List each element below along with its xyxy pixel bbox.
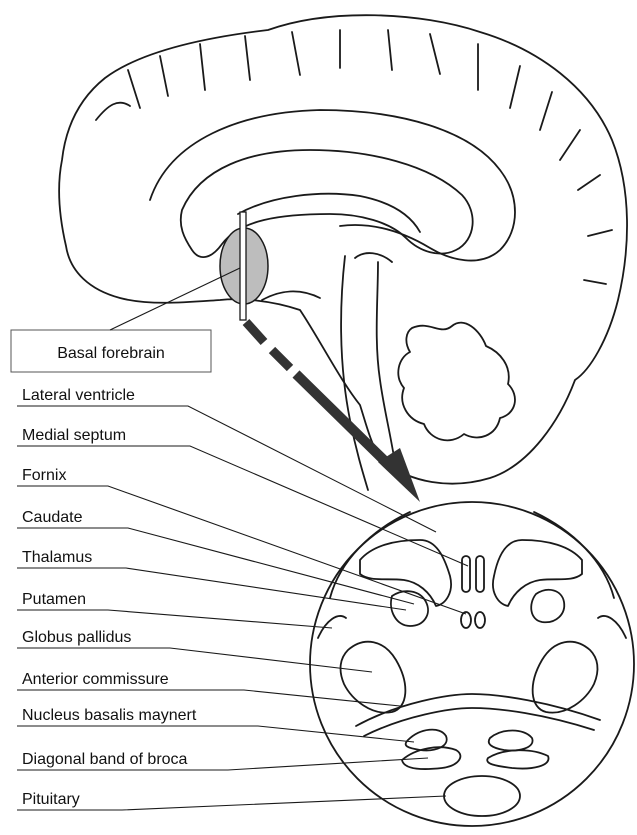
cingulate-gyrus — [150, 110, 515, 261]
putamen-leader-line — [17, 610, 332, 628]
lateral-ventricle-shape — [360, 540, 451, 606]
section-arrow — [246, 322, 420, 502]
lateral-ventricle-label: Lateral ventricle — [22, 387, 135, 404]
brainstem — [341, 256, 396, 490]
medial-septum-shape — [462, 556, 470, 592]
putamen-shape — [318, 616, 626, 638]
pituitary-label: Pituitary — [22, 791, 80, 808]
globus-pallidus-shape — [341, 642, 406, 713]
callout-leader — [110, 268, 240, 330]
globus-pallidus-label: Globus pallidus — [22, 629, 131, 646]
section-plane-marker — [240, 212, 246, 320]
pituitary-shape — [444, 776, 520, 816]
gyri-folds — [96, 30, 612, 284]
diagonal-band-of-broca-label: Diagonal band of broca — [22, 751, 188, 768]
nucleus-basalis-maynert-leader-line — [17, 726, 414, 742]
anterior-commissure-leader-line — [17, 690, 400, 706]
hypothalamus-outline — [262, 253, 392, 300]
corpus-callosum — [181, 150, 473, 257]
cerebellum — [398, 323, 515, 441]
thalamus-label: Thalamus — [22, 549, 92, 566]
coronal-section — [310, 502, 634, 826]
caudate-label: Caudate — [22, 509, 83, 526]
anterior-commissure-label: Anterior commissure — [22, 671, 169, 688]
anterior-commissure-shape — [356, 694, 600, 736]
fornix-arc — [238, 194, 420, 232]
globus-pallidus-leader-line — [17, 648, 372, 672]
putamen-label: Putamen — [22, 591, 86, 608]
basal-forebrain-label: Basal forebrain — [57, 345, 165, 362]
fornix-shape — [461, 612, 471, 628]
medial-septum-label: Medial septum — [22, 427, 126, 444]
nucleus-basalis-maynert-label: Nucleus basalis maynert — [22, 707, 197, 724]
fornix-label: Fornix — [22, 467, 66, 484]
